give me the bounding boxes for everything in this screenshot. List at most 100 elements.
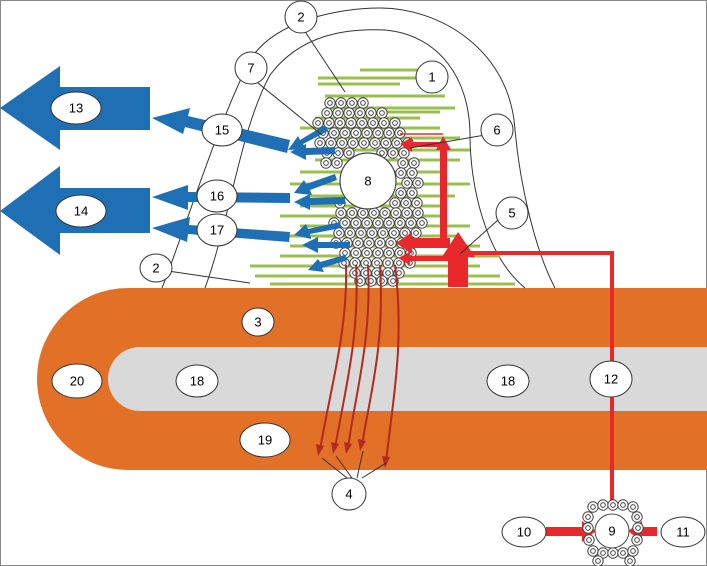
label-text: 1 (428, 70, 435, 85)
label-text: 12 (604, 372, 618, 387)
cell-nucleus (388, 240, 394, 246)
label-bubble (495, 196, 529, 230)
cell-nucleus (627, 558, 633, 564)
label-20: 20 (51, 363, 103, 399)
label-13: 13 (50, 91, 102, 125)
cell-nucleus (630, 504, 636, 510)
cell-nucleus (408, 220, 414, 226)
cell-nucleus (372, 140, 378, 146)
cell-nucleus (600, 550, 606, 556)
cell-nucleus (409, 170, 415, 176)
cell-nucleus (358, 230, 364, 236)
label-16: 16 (196, 179, 238, 213)
cell-nucleus (364, 250, 370, 256)
red-arrow-low-head (398, 252, 410, 265)
cell-nucleus (415, 180, 421, 186)
cell-nucleus (352, 260, 358, 266)
label-bubble (589, 360, 633, 398)
central-cell (339, 152, 397, 210)
cell-nucleus (620, 550, 626, 556)
cell-nucleus (398, 170, 404, 176)
cell-nucleus (347, 230, 353, 236)
leader-lines (167, 29, 499, 479)
label-text: 19 (258, 433, 272, 448)
cell-nucleus (383, 140, 389, 146)
dome-outline-outer (161, 7, 556, 289)
label-14: 14 (55, 194, 107, 228)
cell-nucleus (380, 230, 386, 236)
label-text: 11 (676, 525, 690, 540)
label-text: 4 (345, 487, 352, 502)
cell-nucleus (371, 210, 377, 216)
cell-nucleus (315, 120, 321, 126)
red-arrow-low-bar (408, 256, 450, 261)
cell-nucleus (361, 140, 367, 146)
cell-nucleus (404, 180, 410, 186)
cell-nucleus (353, 220, 359, 226)
cell-nucleus (386, 220, 392, 226)
cell-nucleus (360, 210, 366, 216)
cell-nucleus (398, 190, 404, 196)
cell-nucleus (586, 537, 592, 543)
cell-nucleus (390, 150, 396, 156)
cell-nucleus (415, 210, 421, 216)
label-17: 17 (196, 213, 238, 247)
cell-nucleus (397, 220, 403, 226)
label-text: 18 (501, 374, 515, 389)
cell-nucleus (392, 200, 398, 206)
cell-nucleus (386, 130, 392, 136)
label-text: 8 (364, 174, 371, 189)
label-bubble (196, 179, 238, 213)
cell-nucleus (350, 140, 356, 146)
label-text: 2 (297, 10, 304, 25)
cell-nucleus (600, 502, 606, 508)
cell-nucleus (634, 514, 640, 520)
cell-nucleus (368, 110, 374, 116)
label-2: 2 (284, 0, 318, 34)
cell-nucleus (403, 200, 409, 206)
red-supply-line (470, 251, 614, 510)
label-11: 11 (660, 516, 706, 548)
cell-nucleus (327, 100, 333, 106)
label-5: 5 (495, 196, 529, 230)
cell-cluster-9 (582, 499, 644, 566)
cell-nucleus (390, 278, 396, 284)
label-3: 3 (241, 307, 275, 337)
label-10: 10 (501, 516, 547, 548)
label-15: 15 (201, 113, 243, 147)
cell-nucleus (374, 260, 380, 266)
cell-nucleus (353, 130, 359, 136)
label-bubble (139, 253, 173, 283)
cell-nucleus (411, 160, 417, 166)
label-text: 3 (254, 315, 261, 330)
cell-nucleus (634, 537, 640, 543)
cell-nucleus (620, 502, 626, 508)
cell-nucleus (366, 240, 372, 246)
cell-nucleus (346, 110, 352, 116)
cell-nucleus (401, 150, 407, 156)
label-9: 9 (608, 524, 615, 539)
cell-nucleus (402, 230, 408, 236)
cell-nucleus (359, 120, 365, 126)
label-2: 2 (139, 253, 173, 283)
label-18: 18 (175, 364, 219, 398)
cell-nucleus (635, 525, 641, 531)
label-text: 5 (508, 206, 515, 221)
cell-nucleus (610, 502, 616, 508)
cell-nucleus (385, 260, 391, 266)
label-bubble (660, 516, 706, 548)
cell-nucleus (357, 110, 363, 116)
cell-nucleus (331, 130, 337, 136)
label-bubble (175, 364, 219, 398)
cell-nucleus (404, 210, 410, 216)
cell-nucleus (385, 270, 391, 276)
cell-nucleus (409, 190, 415, 196)
cell-nucleus (337, 120, 343, 126)
cell-nucleus (335, 110, 341, 116)
red-arrow-left-bar (410, 238, 450, 248)
label-bubble (201, 113, 243, 147)
label-bubble (51, 363, 103, 399)
cell-nucleus (585, 525, 591, 531)
cell-nucleus (386, 250, 392, 256)
